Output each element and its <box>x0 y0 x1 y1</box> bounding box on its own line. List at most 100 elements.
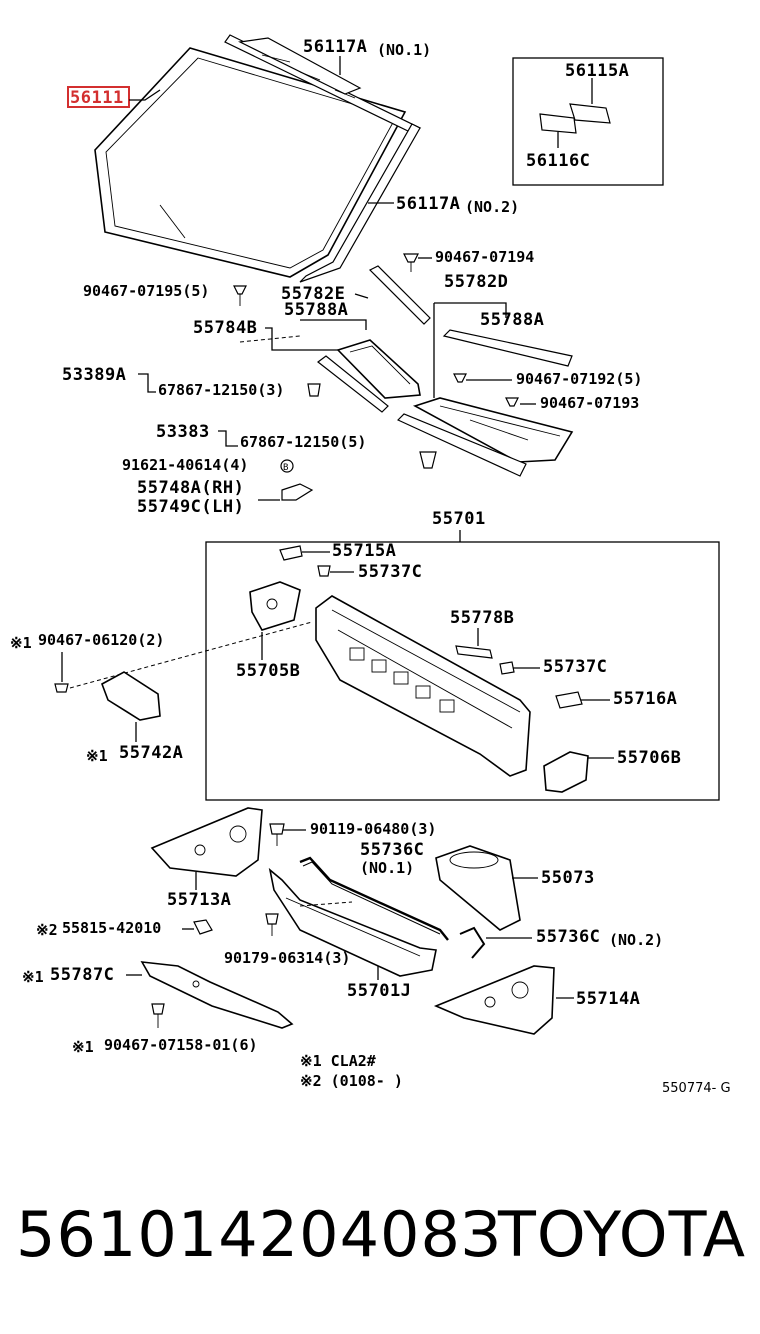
label-55701[interactable]: 55701 <box>432 509 486 529</box>
bolt-90467-06120 <box>54 683 69 693</box>
label-67867-12150-3[interactable]: 67867-12150(3) <box>158 381 284 399</box>
label-90467-07194[interactable]: 90467-07194 <box>435 248 534 266</box>
windshield-molding-upper <box>224 34 422 134</box>
note-56117a-no2: (NO.2) <box>465 198 519 216</box>
label-90179-06314[interactable]: 90179-06314(3) <box>224 949 350 967</box>
highlight-box <box>67 86 130 108</box>
label-56117a-no1[interactable]: 56117A <box>303 37 367 57</box>
label-55782e[interactable]: 55782E <box>281 284 345 304</box>
label-56111[interactable]: 56111 <box>70 88 124 108</box>
footer: 56101420408З TOYOTA <box>0 1190 760 1280</box>
cowl-seal-left <box>317 355 389 413</box>
clip-67867-12150-5 <box>419 451 437 469</box>
figure-code: 550774- G <box>662 1081 731 1096</box>
cowl-panel-55701 <box>315 595 531 777</box>
bracket-55714a <box>433 965 555 1035</box>
clip-67867-12150-3 <box>307 383 321 397</box>
label-90467-06120[interactable]: 90467-06120(2) <box>38 631 164 649</box>
clip-55737c-mid <box>499 661 515 675</box>
label-55815-42010[interactable]: 55815-42010 <box>62 919 161 937</box>
label-90467-07158[interactable]: 90467-07158-01(6) <box>104 1036 258 1054</box>
clip-90467-07195 <box>233 285 247 306</box>
clip-55737c-top <box>317 565 331 577</box>
cowl-vent-left <box>336 339 421 399</box>
cowl-vent-right <box>412 397 574 463</box>
mark-1-90467-07158: ※1 <box>72 1038 94 1056</box>
label-90467-07193[interactable]: 90467-07193 <box>540 394 639 412</box>
label-55716a[interactable]: 55716A <box>613 689 677 709</box>
label-55736c-no1[interactable]: 55736C <box>360 840 424 860</box>
bolt-90119-06480 <box>269 823 285 846</box>
rod-55736c-no2 <box>459 926 486 959</box>
cowl-seal-lower <box>396 413 527 477</box>
note-55736c-no2: (NO.2) <box>609 931 663 949</box>
note-56117a-no1: (NO.1) <box>377 41 431 59</box>
clip-90467-07193 <box>505 397 519 407</box>
label-55073[interactable]: 55073 <box>541 868 595 888</box>
part-number: 56101420408З <box>16 1198 502 1271</box>
bolt-91621-40614: B <box>280 459 294 473</box>
label-56117a-no2[interactable]: 56117A <box>396 194 460 214</box>
mark-1-90467-06120: ※1 <box>10 634 32 652</box>
panel-55701j <box>268 867 437 977</box>
bolt-90179-06314 <box>265 913 279 936</box>
clip-90467-07194 <box>403 253 419 272</box>
label-53383[interactable]: 53383 <box>156 422 210 442</box>
label-90467-07195[interactable]: 90467-07195(5) <box>83 282 209 300</box>
label-56116c[interactable]: 56116C <box>526 151 590 171</box>
bracket-55742a <box>101 671 161 721</box>
label-55713a[interactable]: 55713A <box>167 890 231 910</box>
mark-1-55787c: ※1 <box>22 968 44 986</box>
clip-90467-07192 <box>453 373 467 383</box>
label-55749c[interactable]: 55749C(LH) <box>137 497 244 517</box>
bracket-55706b <box>543 751 589 793</box>
label-55701j[interactable]: 55701J <box>347 981 411 1001</box>
label-55778b[interactable]: 55778B <box>450 608 514 628</box>
label-67867-12150-5[interactable]: 67867-12150(5) <box>240 433 366 451</box>
clip-90467-07158 <box>151 1003 165 1028</box>
label-55742a[interactable]: 55742A <box>119 743 183 763</box>
inset-spacer-box <box>512 57 664 186</box>
label-91621-40614[interactable]: 91621-40614(4) <box>122 456 248 474</box>
cover-55815-42010 <box>193 919 213 935</box>
brand-name: TOYOTA <box>498 1198 747 1271</box>
panel-55787c <box>140 961 294 1029</box>
label-55748a[interactable]: 55748A(RH) <box>137 478 244 498</box>
label-90119-06480[interactable]: 90119-06480(3) <box>310 820 436 838</box>
bracket-55748a <box>281 483 314 501</box>
label-53389a[interactable]: 53389A <box>62 365 126 385</box>
note-55736c-no1: (NO.1) <box>360 859 414 877</box>
bracket-55713a <box>150 807 263 877</box>
windshield-glass <box>94 47 407 278</box>
cowl-seal-upper-left <box>368 265 431 325</box>
mark-1-55742a: ※1 <box>86 747 108 765</box>
bracket-55073 <box>435 845 521 931</box>
cowl-seal-upper-right <box>442 329 573 367</box>
windshield-molding-side <box>299 123 421 283</box>
label-55736c-no2[interactable]: 55736C <box>536 927 600 947</box>
nut-55715a <box>279 545 303 561</box>
nut-55716a <box>555 691 583 709</box>
label-55715a[interactable]: 55715A <box>332 541 396 561</box>
bracket-55705b <box>249 581 301 631</box>
label-55782d[interactable]: 55782D <box>444 272 508 292</box>
label-55737c-top[interactable]: 55737C <box>358 562 422 582</box>
footnote-1: ※1 CLA2# <box>300 1052 376 1070</box>
panel-55701-box <box>205 541 720 801</box>
label-55788a-right[interactable]: 55788A <box>480 310 544 330</box>
label-55788a-left[interactable]: 55788A <box>284 300 348 320</box>
label-55706b[interactable]: 55706B <box>617 748 681 768</box>
label-55787c[interactable]: 55787C <box>50 965 114 985</box>
svg-text:B: B <box>283 463 288 473</box>
mark-2-55815: ※2 <box>36 921 58 939</box>
footnote-2: ※2 (0108- ) <box>300 1072 403 1090</box>
label-55784b[interactable]: 55784B <box>193 318 257 338</box>
rod-55736c-no1 <box>299 856 449 941</box>
label-56115a[interactable]: 56115A <box>565 61 629 81</box>
label-90467-07192[interactable]: 90467-07192(5) <box>516 370 642 388</box>
label-55714a[interactable]: 55714A <box>576 989 640 1009</box>
label-55705b[interactable]: 55705B <box>236 661 300 681</box>
reinforcement-55778b <box>455 645 493 659</box>
label-55737c-mid[interactable]: 55737C <box>543 657 607 677</box>
